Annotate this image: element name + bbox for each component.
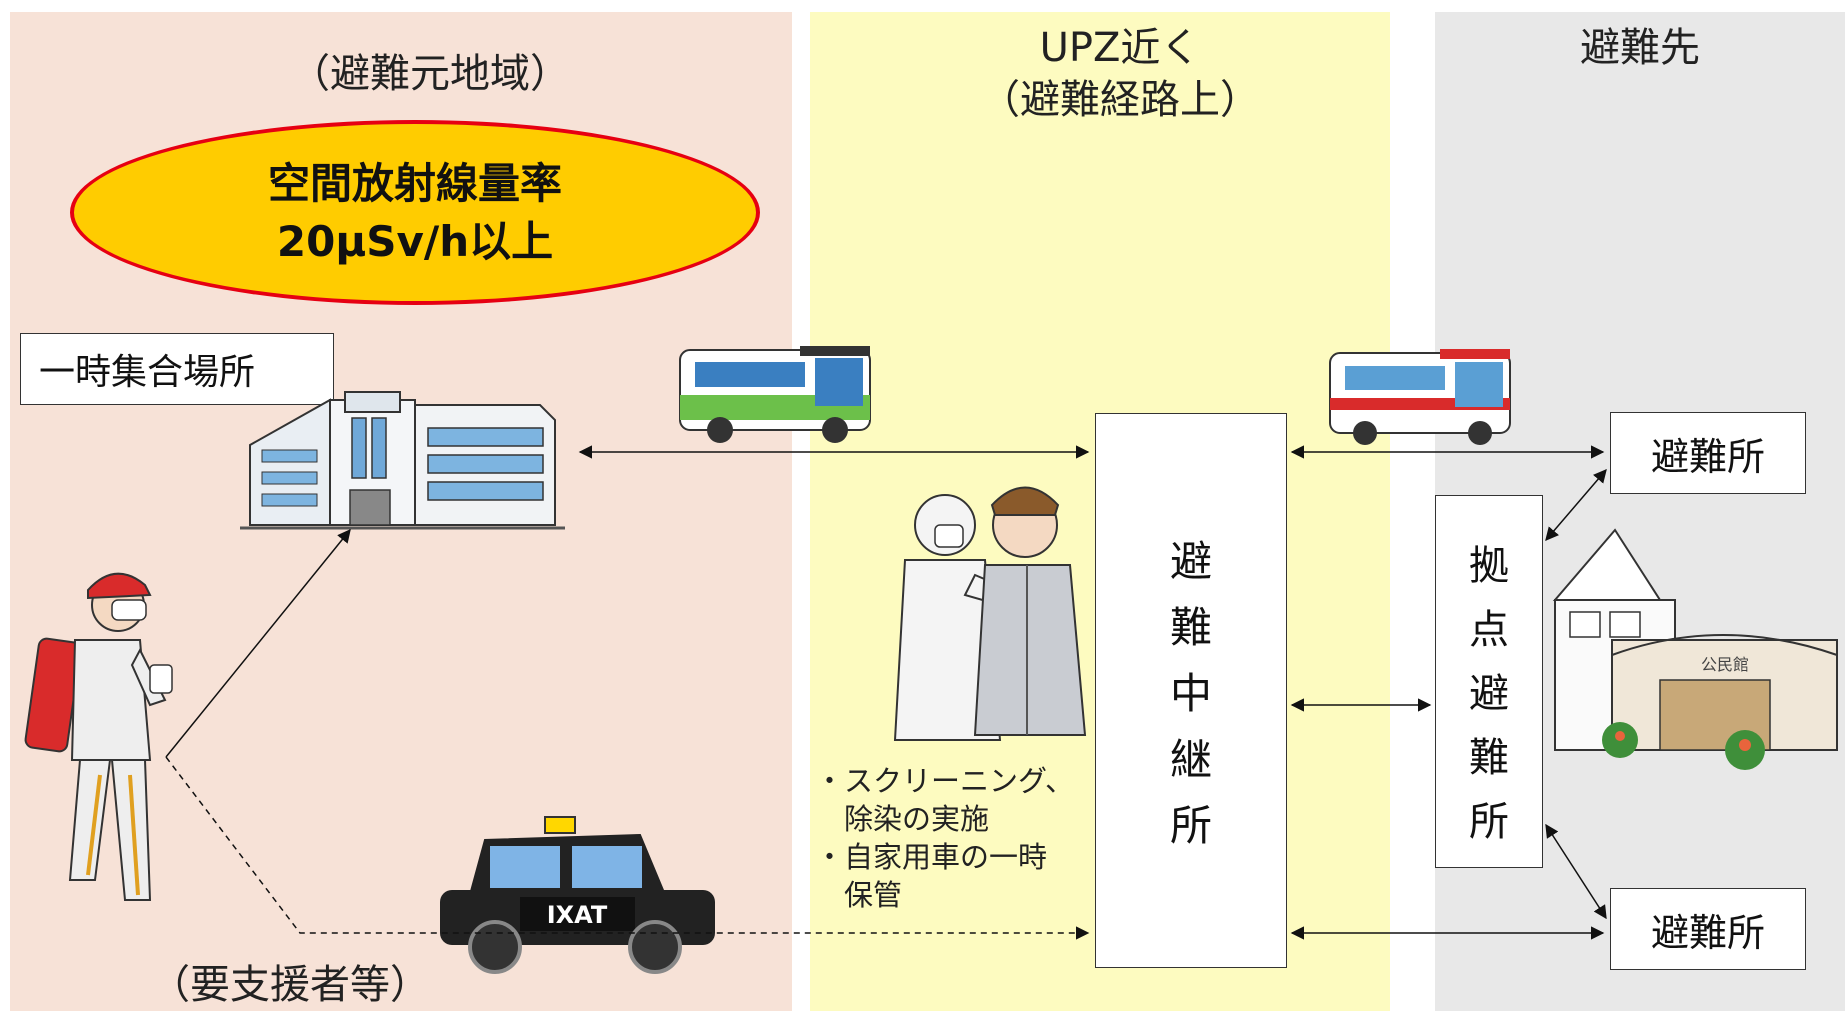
shelter-label: 避難所 [1650,434,1765,479]
shelter-label: 避難所 [1650,910,1765,955]
taxi-icon: IXAT [440,816,715,974]
destination-area-label: 避難先 [1580,25,1700,71]
red-bus-icon [1329,349,1511,445]
building-icon [240,391,565,530]
support-persons-label: （要支援者等） [150,962,430,1008]
shelter-box-lower: 避難所 [1610,888,1806,970]
evacuee-icon [973,486,1087,736]
upz-area-label: UPZ近く （避難経路上） [980,25,1260,123]
hub-shelter-char: 難 [1469,735,1509,781]
origin-area-label: （避難元地域） [290,51,570,97]
relay-station-char: 継 [1169,735,1212,784]
hub-shelter-box: 拠 点 避 難 所 [1435,495,1543,868]
green-bus-icon [679,346,871,443]
assembly-point-label: 一時集合場所 [39,352,256,393]
assembly-point-box: 一時集合場所 [20,333,334,405]
relay-station-notes: ・スクリーニング、 除染の実施 ・自家用車の一時 保管 [815,764,1074,912]
dose-rate-ellipse: 空間放射線量率 20μSv/h以上 [70,120,760,305]
connection-arrows [165,445,1607,940]
relay-station-char: 所 [1169,801,1212,850]
hub-shelter-char: 拠 [1469,543,1509,589]
relay-station-char: 避 [1169,537,1212,586]
community-hall-sign: 公民館 [1701,655,1749,674]
walking-person-icon [24,572,173,901]
hub-shelter-char: 避 [1469,671,1509,717]
relay-station-char: 難 [1169,603,1212,652]
taxi-sign-text: IXAT [547,901,608,929]
shelter-box-upper: 避難所 [1610,412,1806,494]
relay-station-char: 中 [1169,669,1212,718]
community-hall-icon: 公民館 [1552,528,1838,770]
relay-station-box: 避 難 中 継 所 [1095,413,1287,968]
hub-shelter-label: 拠 点 避 難 所 [1436,534,1542,854]
hub-shelter-char: 点 [1469,607,1509,653]
relay-station-label: 避 難 中 継 所 [1096,529,1286,859]
hub-shelter-char: 所 [1469,799,1509,845]
